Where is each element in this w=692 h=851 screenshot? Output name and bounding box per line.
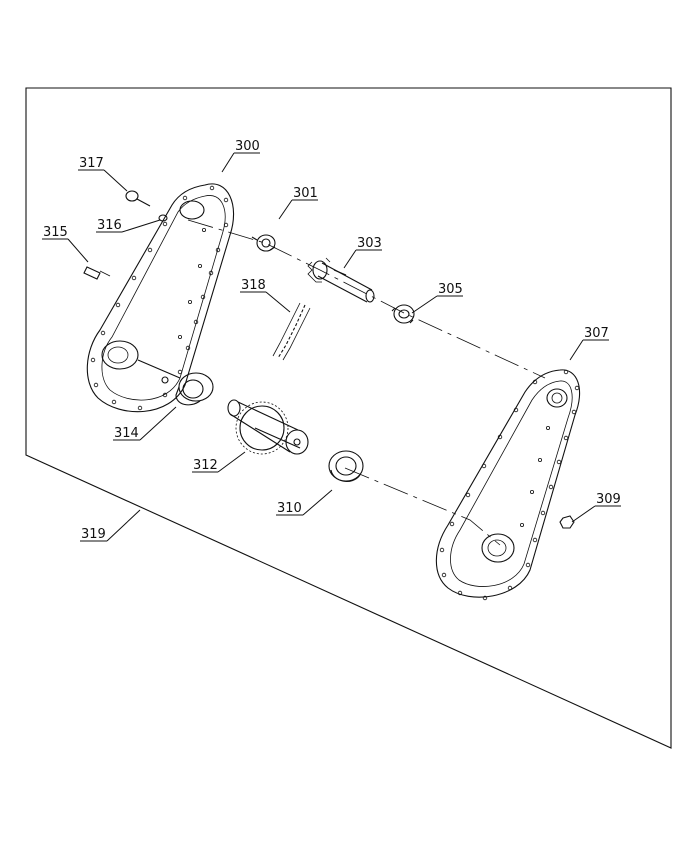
bolt-315 — [83, 266, 111, 280]
callout-316: 316 — [97, 218, 122, 233]
panel-outline — [25, 87, 672, 749]
callout-318: 318 — [241, 278, 266, 293]
callout-300: 300 — [235, 139, 260, 154]
center-lines — [187, 219, 546, 546]
callout-310: 310 — [277, 501, 302, 516]
chain-318 — [272, 302, 311, 361]
shaft-303 — [307, 257, 375, 303]
callout-301: 301 — [293, 186, 318, 201]
callout-315: 315 — [43, 225, 68, 240]
screw-316 — [158, 214, 168, 222]
callout-312: 312 — [193, 458, 218, 473]
nut-309 — [559, 515, 575, 529]
spacer-314 — [175, 372, 214, 406]
spacer-310 — [328, 450, 364, 482]
chain-case-left — [86, 183, 234, 413]
callout-314: 314 — [114, 426, 139, 441]
chain-case-right — [435, 369, 581, 601]
bushing-305 — [391, 304, 415, 324]
callout-307: 307 — [584, 326, 609, 341]
bushing-301 — [251, 234, 276, 252]
callout-319: 319 — [81, 527, 106, 542]
callout-317: 317 — [79, 156, 104, 171]
bolt-317 — [125, 190, 151, 207]
sprocket-shaft-312 — [227, 399, 309, 455]
callout-305: 305 — [438, 282, 463, 297]
leader-lines — [42, 152, 621, 542]
callout-303: 303 — [357, 236, 382, 251]
callout-labels: 300 301 303 305 307 309 310 312 314 315 … — [43, 139, 621, 542]
callout-309: 309 — [596, 492, 621, 507]
